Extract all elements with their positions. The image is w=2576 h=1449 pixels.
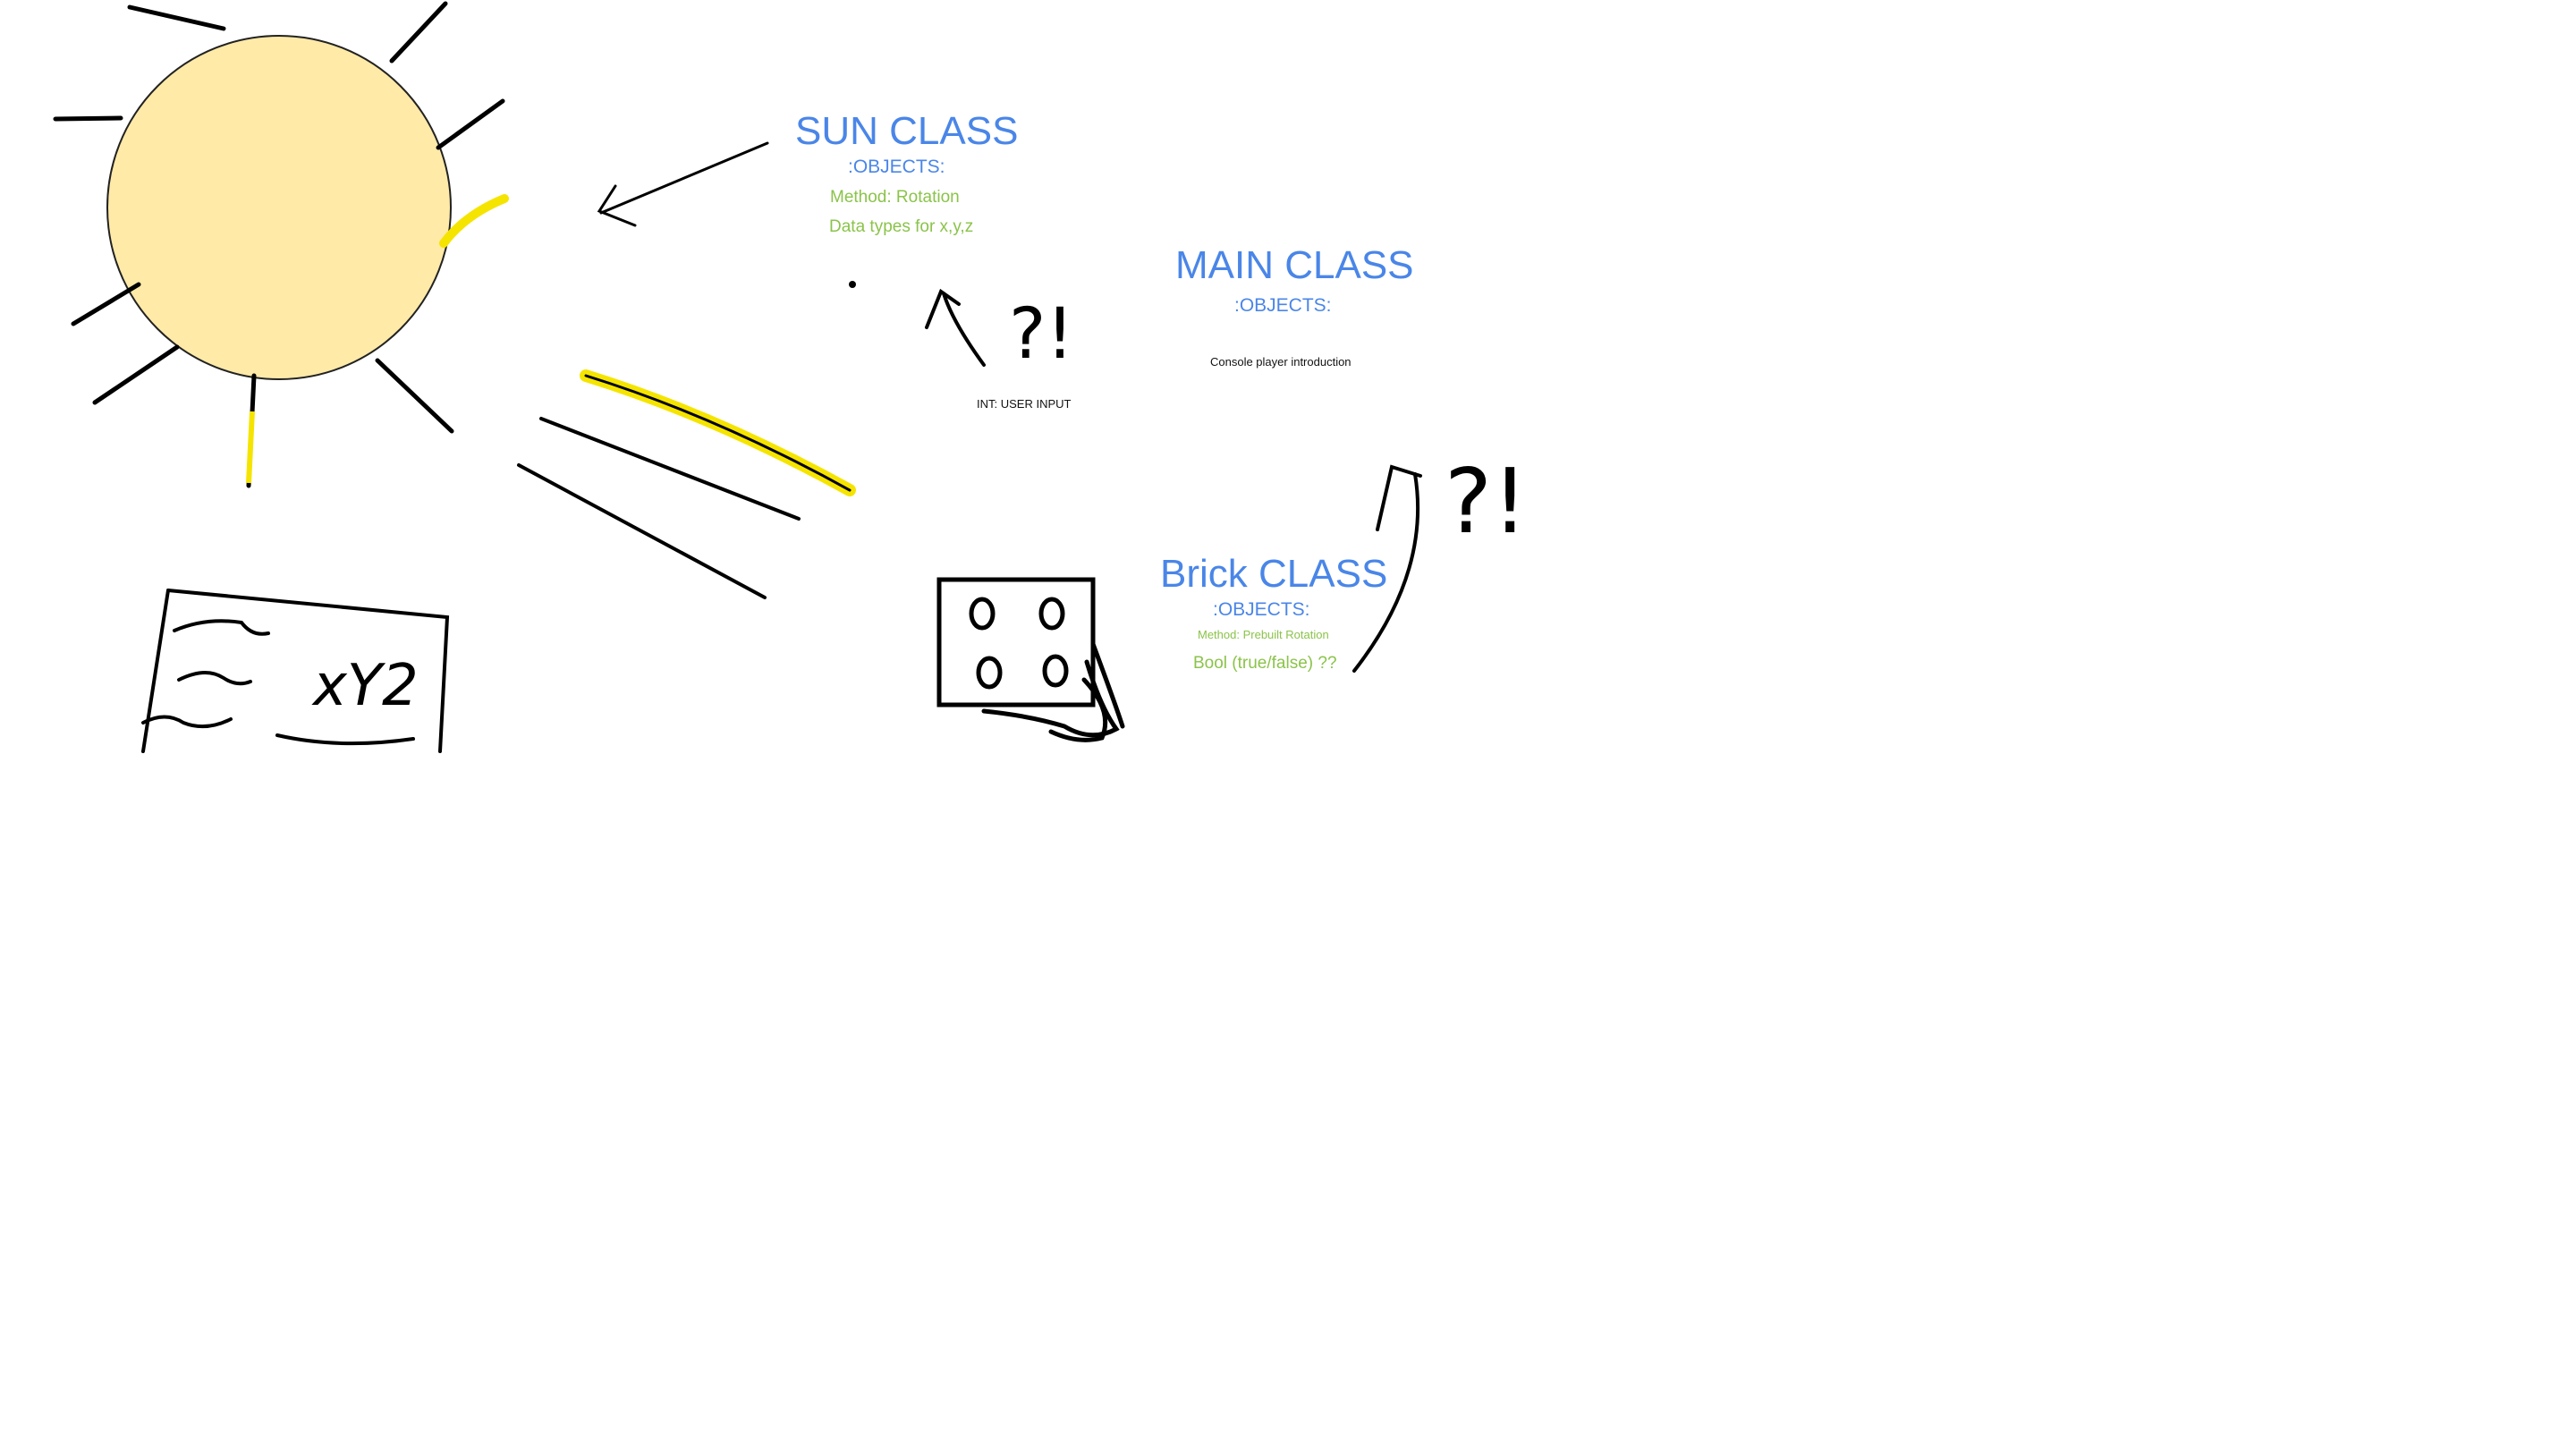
ink-dot	[849, 281, 856, 288]
question-mark-small: ?!	[1009, 294, 1074, 375]
sun-beams	[517, 369, 856, 599]
curved-arrow-small	[925, 288, 986, 367]
brick-class-objects: :OBJECTS:	[1213, 599, 1310, 620]
card-sketch	[141, 589, 450, 753]
curved-arrow-large	[1352, 464, 1422, 673]
card-label: xY2	[311, 653, 419, 719]
sun-circle	[106, 35, 452, 380]
main-class-objects: :OBJECTS:	[1234, 295, 1332, 316]
sun-ray-highlight	[439, 194, 509, 248]
main-class-title: MAIN CLASS	[1175, 243, 1414, 287]
brick-sketch	[936, 577, 1125, 742]
int-user-input-note: INT: USER INPUT	[977, 397, 1072, 411]
main-class-note: Console player introduction	[1210, 355, 1352, 369]
question-mark-large: ?!	[1445, 449, 1528, 554]
sun-class-data-types: Data types for x,y,z	[829, 217, 974, 236]
arrow-to-sun	[597, 141, 769, 227]
brick-class-title: Brick CLASS	[1160, 552, 1388, 596]
sun-class-objects: :OBJECTS:	[848, 157, 945, 177]
sun-class-title: SUN CLASS	[795, 109, 1019, 153]
sun-class-method: Method: Rotation	[830, 188, 960, 207]
brick-class-method: Method: Prebuilt Rotation	[1198, 628, 1329, 641]
brick-class-bool: Bool (true/false) ??	[1193, 654, 1337, 673]
sun-ray-highlight-bottom	[246, 411, 255, 484]
